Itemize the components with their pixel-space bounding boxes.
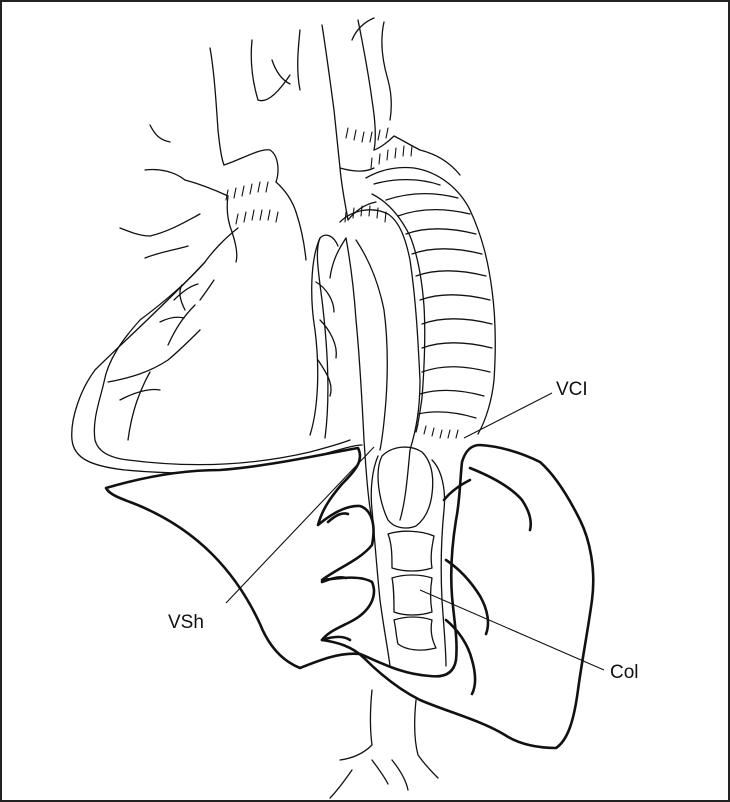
vertebra-1	[377, 446, 434, 529]
lower-organ	[104, 443, 595, 799]
label-vsh: VSh	[168, 612, 204, 633]
vsh-graft	[329, 209, 421, 521]
vertebra-4	[393, 616, 437, 651]
vertebral-column	[370, 446, 447, 667]
label-vci: VCI	[556, 379, 588, 400]
ringed-tube	[365, 166, 496, 435]
vci-leader	[463, 392, 553, 439]
col-leader	[419, 589, 605, 671]
leader-lines	[225, 392, 605, 671]
great-vessels	[119, 17, 461, 263]
label-col: Col	[610, 662, 639, 683]
suture-marks	[225, 127, 459, 439]
vsh-leader	[225, 446, 375, 604]
vertebra-2	[387, 530, 435, 572]
heart-outline	[71, 227, 363, 474]
vertebra-3	[391, 574, 433, 616]
